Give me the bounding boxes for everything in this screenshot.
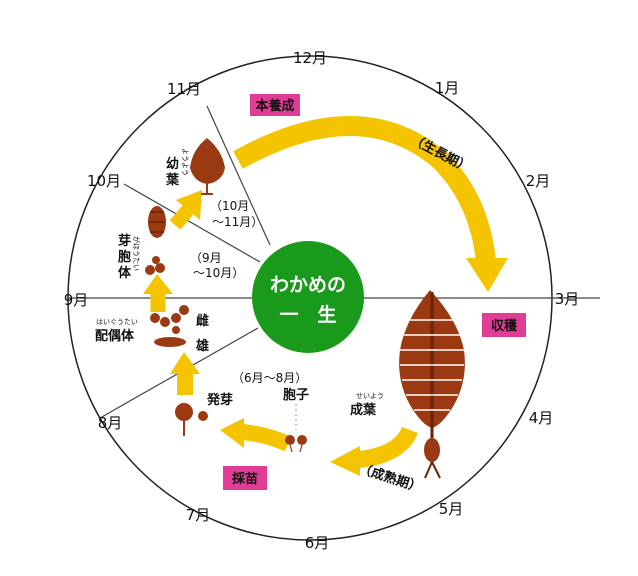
month-labels: 12月 1月 2月 3月 4月 5月 6月 7月 8月 9月 10月 11月 xyxy=(64,49,580,552)
young-leaf-illustration xyxy=(190,138,225,184)
maturity-arrow xyxy=(354,426,418,469)
male-label: 雄 xyxy=(195,338,209,354)
month-4: 4月 xyxy=(529,409,554,427)
month-10: 10月 xyxy=(87,172,121,190)
gametophyte-arrowhead xyxy=(170,352,200,374)
period-oct-nov-1: （10月 xyxy=(210,199,249,213)
gametophyte-label: 配偶体 xyxy=(95,328,135,344)
center-line-2: 一 生 xyxy=(279,303,336,326)
center-line-1: わかめの xyxy=(270,274,346,296)
svg-text:採苗: 採苗 xyxy=(232,471,258,487)
period-maturity: （成熟期） xyxy=(357,461,424,496)
month-3: 3月 xyxy=(555,290,580,308)
germination-stage: 発芽 xyxy=(175,392,233,436)
young-leaf-ruby: ようよう xyxy=(181,148,189,176)
month-11: 11月 xyxy=(167,80,201,98)
badge-shukaku: 収穫 xyxy=(482,313,526,337)
sporophyte-stage: 芽 胞 体 がほうたい xyxy=(117,206,166,281)
period-jun-aug: （6月〜8月） xyxy=(232,371,307,385)
germination-illustration xyxy=(175,403,193,421)
badge-honyousei: 本養成 xyxy=(250,94,300,116)
month-9: 9月 xyxy=(64,291,89,309)
period-sep-oct-2: 〜10月） xyxy=(193,266,244,280)
center-title: わかめの 一 生 xyxy=(252,241,364,353)
mature-leaf-ruby: せいよう xyxy=(356,392,384,400)
sporophyte-label-3: 体 xyxy=(118,265,132,281)
divider-oct-nov xyxy=(123,183,261,263)
month-6: 6月 xyxy=(305,534,330,552)
cycle-arrows xyxy=(143,116,508,476)
female-label: 雌 xyxy=(196,313,209,329)
mature-leaf-stage: せいよう 成葉 xyxy=(350,290,465,479)
svg-text:収穫: 収穫 xyxy=(491,318,518,334)
sporophyte-label-1: 芽 xyxy=(118,233,131,249)
spore-label: 胞子 xyxy=(282,387,309,403)
spore-stage: 胞子 xyxy=(282,387,309,453)
badge-saibyou: 採苗 xyxy=(223,466,267,490)
sporophyte-ruby: がほうたい xyxy=(132,236,141,271)
growth-arrowhead xyxy=(466,258,508,292)
month-12: 12月 xyxy=(293,49,327,67)
young-leaf-label-2: 葉 xyxy=(165,172,180,188)
growth-arrow xyxy=(233,116,496,264)
period-oct-nov-2: 〜11月） xyxy=(212,215,263,229)
svg-text:本養成: 本養成 xyxy=(255,98,294,114)
young-leaf-stage: 幼 葉 ようよう xyxy=(165,138,225,195)
month-7: 7月 xyxy=(186,506,211,524)
month-1: 1月 xyxy=(435,79,460,97)
maturity-arrowhead xyxy=(330,446,360,476)
seedling-arrow xyxy=(241,424,292,452)
young-leaf-arrowhead xyxy=(176,190,202,220)
germination-label: 発芽 xyxy=(206,392,233,408)
gametophyte-stage: はいぐうたい 配偶体 雌 雄 xyxy=(95,305,209,354)
gametophyte-ruby: はいぐうたい xyxy=(96,318,138,326)
young-leaf-arrow xyxy=(169,205,194,230)
seedling-arrowhead xyxy=(220,418,244,448)
month-2: 2月 xyxy=(526,172,551,190)
month-5: 5月 xyxy=(439,500,464,518)
young-leaf-label-1: 幼 xyxy=(166,156,179,172)
sporophyte-label-2: 胞 xyxy=(117,249,131,265)
divider-nov-dec xyxy=(206,105,271,246)
mature-leaf-label: 成葉 xyxy=(350,402,377,418)
sporophyte-arrowhead xyxy=(143,274,173,294)
period-sep-oct-1: （9月 xyxy=(190,251,222,265)
month-8: 8月 xyxy=(98,414,123,432)
